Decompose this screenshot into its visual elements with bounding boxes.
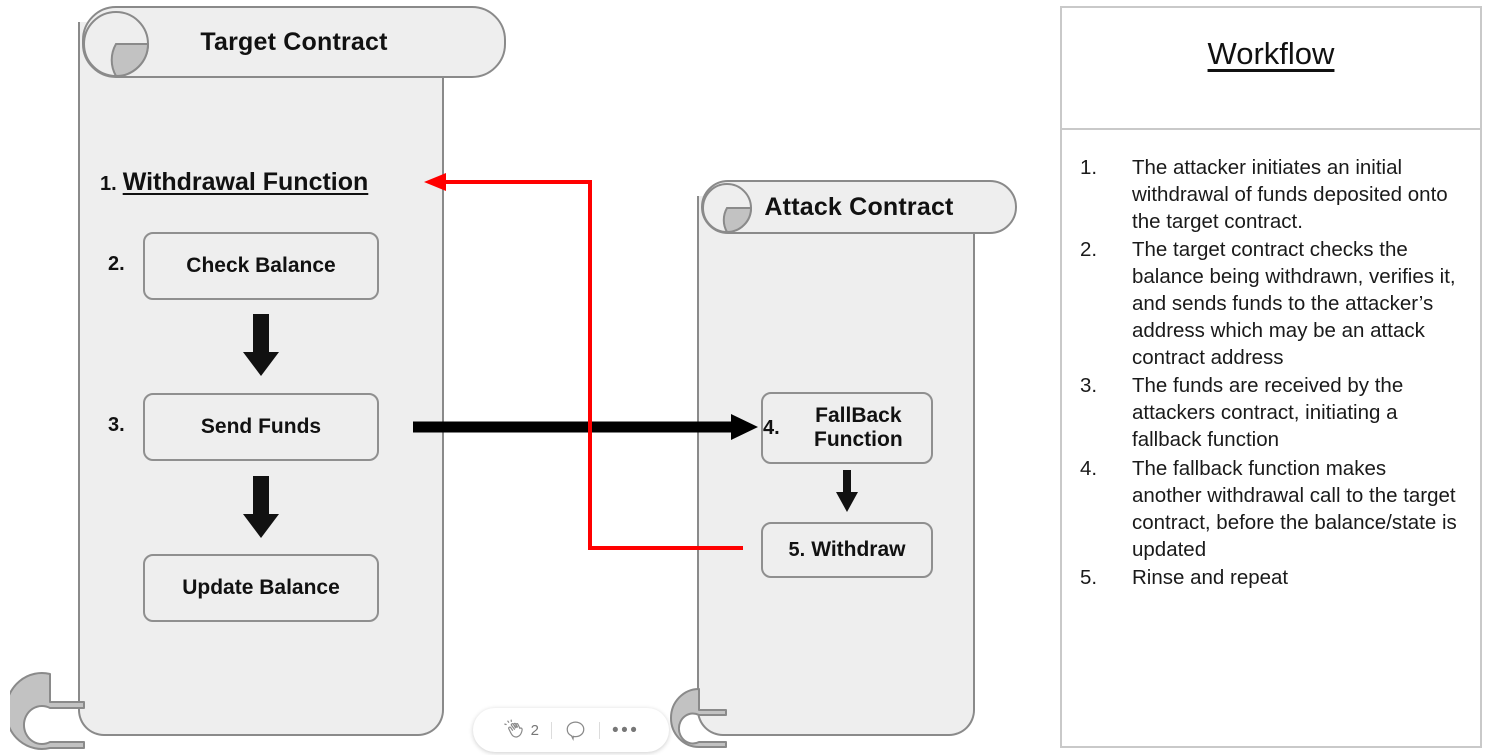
target-step-1-number: 1. bbox=[100, 173, 117, 195]
target-contract-title: Target Contract bbox=[200, 27, 388, 56]
workflow-list-item: 1. The attacker initiates an initial wit… bbox=[1080, 154, 1458, 235]
attack-step-withdraw[interactable]: 5.Withdraw bbox=[761, 522, 933, 578]
attack-step-5-number: 5. bbox=[788, 538, 806, 561]
reaction-separator-1 bbox=[550, 721, 552, 739]
target-step-withdrawal-function[interactable]: 1.Withdrawal Function bbox=[100, 168, 368, 197]
scroll-curl-top-left-target bbox=[83, 11, 150, 78]
clap-count: 2 bbox=[530, 721, 539, 739]
attack-contract-body bbox=[697, 196, 975, 736]
workflow-item-text: The fallback function makes another with… bbox=[1132, 456, 1457, 561]
target-step-2-number: 2. bbox=[108, 253, 125, 275]
target-contract-body bbox=[78, 22, 444, 736]
clap-icon bbox=[503, 719, 523, 738]
workflow-title: Workflow bbox=[1207, 36, 1335, 71]
workflow-item-text: Rinse and repeat bbox=[1132, 565, 1289, 589]
workflow-item-marker: 2. bbox=[1080, 238, 1098, 262]
workflow-item-text: The target contract checks the balance b… bbox=[1132, 238, 1456, 370]
workflow-item-marker: 1. bbox=[1080, 156, 1098, 179]
workflow-list-item: 2. The target contract checks the balanc… bbox=[1080, 236, 1458, 371]
attack-step-5-label: Withdraw bbox=[811, 538, 906, 562]
target-step-check-balance[interactable]: Check Balance bbox=[143, 232, 379, 300]
scroll-curl-top-left-attack bbox=[702, 183, 753, 234]
arrow-withdraw-to-withdrawal-function bbox=[424, 173, 743, 550]
target-step-3-number: 3. bbox=[108, 414, 125, 436]
attack-contract-title: Attack Contract bbox=[764, 192, 954, 221]
target-step-update-balance[interactable]: Update Balance bbox=[143, 554, 379, 622]
attack-step-4-label: FallBack Function bbox=[814, 404, 903, 451]
scroll-curl-bottom-left-target bbox=[10, 672, 85, 750]
comment-icon bbox=[566, 720, 585, 741]
target-step-1-label: Withdrawal Function bbox=[122, 168, 369, 196]
workflow-list: 1. The attacker initiates an initial wit… bbox=[1062, 130, 1480, 591]
workflow-list-item: 4. The fallback function makes another w… bbox=[1080, 455, 1458, 563]
workflow-item-text: The attacker initiates an initial withdr… bbox=[1132, 156, 1448, 234]
scroll-curl-bottom-left-attack bbox=[670, 688, 727, 748]
attack-step-4-number: 4. bbox=[763, 416, 780, 439]
attack-step-fallback-function[interactable]: 4. FallBack Function bbox=[761, 392, 933, 464]
more-options-icon: ••• bbox=[611, 719, 640, 741]
attack-contract-header: Attack Contract bbox=[701, 180, 1017, 234]
comment-button[interactable] bbox=[552, 708, 599, 752]
workflow-panel: Workflow 1. The attacker initiates an in… bbox=[1060, 6, 1482, 748]
workflow-list-item: 3. The funds are received by the attacke… bbox=[1080, 372, 1458, 453]
target-step-send-funds[interactable]: Send Funds bbox=[143, 393, 379, 461]
reaction-separator-2 bbox=[598, 721, 600, 739]
workflow-list-item: 5. Rinse and repeat bbox=[1080, 564, 1458, 591]
workflow-item-marker: 4. bbox=[1080, 456, 1098, 480]
workflow-item-text: The funds are received by the attackers … bbox=[1132, 374, 1404, 452]
target-contract-header: Target Contract bbox=[82, 6, 506, 78]
clap-reaction-button[interactable]: 2 bbox=[491, 708, 551, 752]
workflow-item-marker: 5. bbox=[1080, 565, 1098, 589]
more-options-button[interactable]: ••• bbox=[600, 708, 651, 752]
reaction-bar: 2 ••• bbox=[473, 708, 669, 752]
workflow-item-marker: 3. bbox=[1080, 374, 1098, 398]
workflow-header: Workflow bbox=[1062, 8, 1480, 130]
